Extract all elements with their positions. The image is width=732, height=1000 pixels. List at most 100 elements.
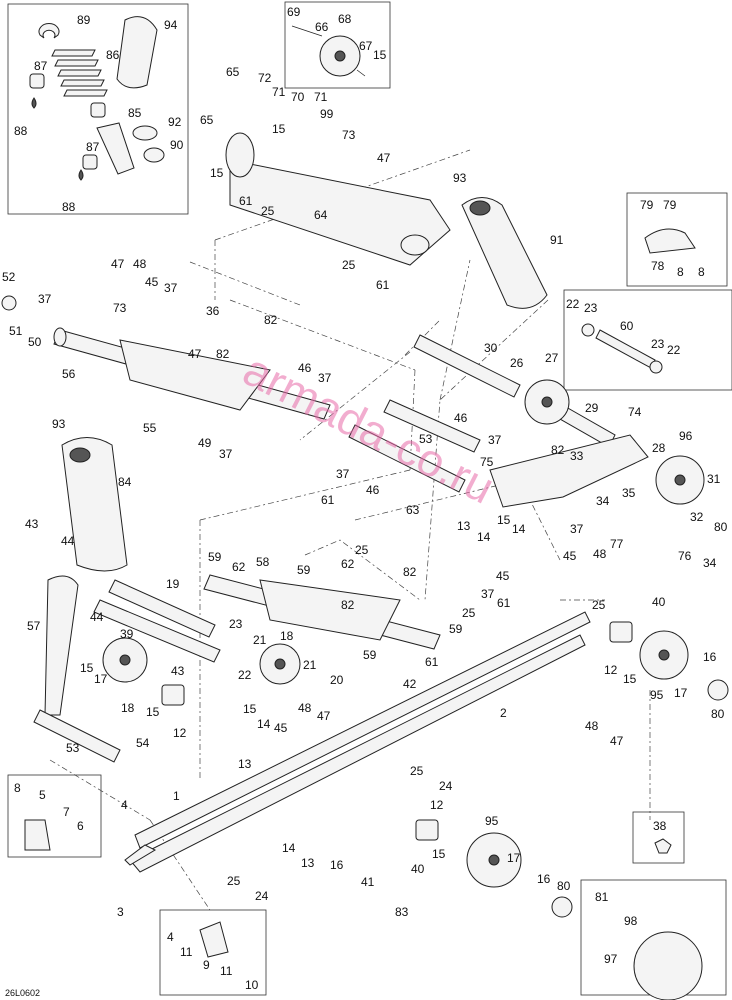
callout-88: 88 — [62, 200, 76, 214]
callout-45: 45 — [145, 275, 159, 289]
callout-61: 61 — [497, 596, 511, 610]
callout-15: 15 — [497, 513, 511, 527]
callout-18: 18 — [121, 701, 135, 715]
callout-83: 83 — [395, 905, 409, 919]
callout-72: 72 — [258, 71, 272, 85]
callout-37: 37 — [38, 292, 52, 306]
callout-15: 15 — [623, 672, 637, 686]
callout-37: 37 — [488, 433, 502, 447]
wheel-27-hub — [541, 396, 553, 408]
callout-12: 12 — [430, 798, 444, 812]
callout-21: 21 — [303, 658, 317, 672]
callout-22: 22 — [667, 343, 681, 357]
callout-16: 16 — [537, 872, 551, 886]
callout-4: 4 — [167, 930, 174, 944]
callout-15: 15 — [210, 166, 224, 180]
callout-40: 40 — [411, 862, 425, 876]
callout-70: 70 — [291, 90, 305, 104]
callout-46: 46 — [298, 361, 312, 375]
grease-fitting-38 — [654, 838, 672, 854]
callout-14: 14 — [512, 522, 526, 536]
callout-7: 7 — [63, 805, 70, 819]
callout-40: 40 — [652, 595, 666, 609]
callout-46: 46 — [366, 483, 380, 497]
wheel-lower-detail — [633, 931, 703, 1000]
axle-detail-box — [563, 289, 732, 391]
callout-12: 12 — [604, 663, 618, 677]
callout-10: 10 — [245, 978, 259, 992]
callout-37: 37 — [219, 447, 233, 461]
stopper-9 — [199, 921, 229, 958]
snap-ring-89 — [38, 23, 60, 39]
callout-76: 76 — [678, 549, 692, 563]
callout-8: 8 — [14, 781, 21, 795]
rear-arm-74 — [489, 434, 649, 508]
callout-37: 37 — [318, 371, 332, 385]
callout-59: 59 — [297, 563, 311, 577]
callout-3: 3 — [117, 905, 124, 919]
callout-88: 88 — [14, 124, 28, 138]
shock-84-eye — [69, 447, 91, 463]
callout-99: 99 — [320, 107, 334, 121]
callout-12: 12 — [173, 726, 187, 740]
stopper-detail-box — [159, 909, 267, 996]
callout-13: 13 — [457, 519, 471, 533]
callout-17: 17 — [507, 851, 521, 865]
callout-32: 32 — [690, 510, 704, 524]
callout-92: 92 — [168, 115, 182, 129]
callout-15: 15 — [272, 122, 286, 136]
callout-9: 9 — [203, 958, 210, 972]
callout-95: 95 — [485, 814, 499, 828]
callout-35: 35 — [622, 486, 636, 500]
arm-57 — [44, 575, 79, 716]
callout-37: 37 — [570, 522, 584, 536]
callout-65: 65 — [200, 113, 214, 127]
shock-spring-84 — [61, 437, 128, 572]
grease-icon — [31, 97, 84, 181]
callout-82: 82 — [403, 565, 417, 579]
callout-24: 24 — [439, 779, 453, 793]
axle-60 — [595, 329, 656, 369]
callout-14: 14 — [257, 717, 271, 731]
arm-shaft-end — [53, 327, 67, 347]
callout-98: 98 — [624, 914, 638, 928]
callout-74: 74 — [628, 405, 642, 419]
callout-82: 82 — [341, 598, 355, 612]
callout-79: 79 — [663, 198, 677, 212]
callout-38: 38 — [653, 819, 667, 833]
callout-61: 61 — [425, 655, 439, 669]
callout-49: 49 — [198, 436, 212, 450]
callout-81: 81 — [595, 890, 609, 904]
callout-31: 31 — [707, 472, 721, 486]
callout-36: 36 — [206, 304, 220, 318]
callout-90: 90 — [170, 138, 184, 152]
callout-51: 51 — [9, 324, 23, 338]
callout-73: 73 — [342, 128, 356, 142]
shaft-19 — [108, 579, 216, 638]
grease-fitting-box — [632, 811, 685, 864]
callout-80: 80 — [714, 520, 728, 534]
wheel-hub — [334, 50, 346, 62]
callout-13: 13 — [301, 856, 315, 870]
callout-82: 82 — [264, 313, 278, 327]
callout-69: 69 — [287, 5, 301, 19]
callout-66: 66 — [315, 20, 329, 34]
washer-23b — [649, 360, 663, 374]
callout-47: 47 — [610, 734, 624, 748]
callout-58: 58 — [256, 555, 270, 569]
callout-17: 17 — [94, 672, 108, 686]
callout-25: 25 — [462, 606, 476, 620]
callout-61: 61 — [321, 493, 335, 507]
callout-39: 39 — [120, 627, 134, 641]
shaft-26 — [413, 334, 521, 398]
callout-22: 22 — [238, 668, 252, 682]
callout-61: 61 — [239, 194, 253, 208]
callout-47: 47 — [377, 151, 391, 165]
bushing-87-top — [29, 73, 45, 89]
callout-97: 97 — [604, 952, 618, 966]
callout-54: 54 — [136, 736, 150, 750]
callout-26: 26 — [510, 356, 524, 370]
callout-30: 30 — [484, 341, 498, 355]
shock-top-eye — [469, 200, 491, 216]
